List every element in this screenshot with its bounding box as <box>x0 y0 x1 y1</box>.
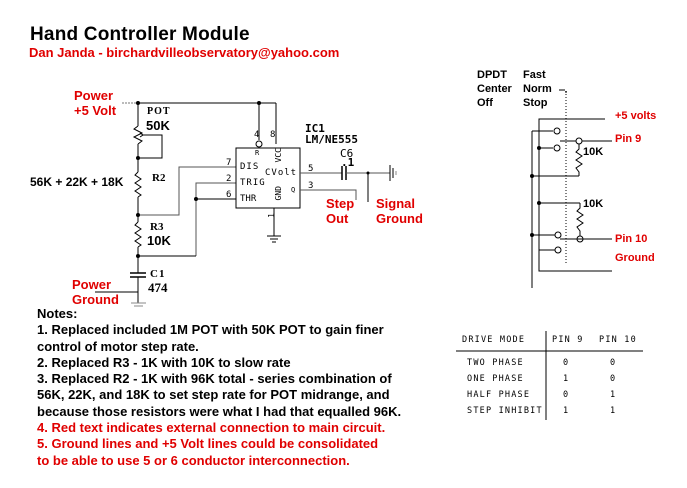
switch-positions-label: Fast Norm Stop <box>523 69 552 109</box>
note-line-red: 5. Ground lines and +5 Volt lines could … <box>37 436 379 452</box>
notes-heading: Notes: <box>37 306 78 321</box>
table-row-pin9: 0 <box>563 358 570 368</box>
pin4-number: 4 <box>254 130 260 140</box>
table-row-pin9: 1 <box>563 406 570 416</box>
pin2-number: 2 <box>226 174 232 184</box>
ic-pin-reset: R <box>255 149 260 157</box>
ground-loop <box>538 118 612 272</box>
table-row-mode: ONE PHASE <box>467 374 524 384</box>
ic-pin-vcc: VCC <box>274 148 283 163</box>
note-line: 2. Replaced R3 - 1K with 10K to slow rat… <box>37 354 291 370</box>
power-label: Power +5 Volt <box>74 88 117 118</box>
table-row-mode: STEP INHIBIT <box>467 406 543 416</box>
table-header-mode: DRIVE MODE <box>462 335 526 345</box>
pin4-bubble <box>255 140 263 148</box>
ic-pin-dis: DIS <box>240 162 260 172</box>
table-row-mode: TWO PHASE <box>467 358 524 368</box>
note-line: because those resistors were what I had … <box>37 403 402 419</box>
note-line: 56K, 22K, and 18K to set step rate for P… <box>37 387 390 403</box>
author-line: Dan Janda - birchardvilleobservatory@yah… <box>29 45 340 60</box>
step-out-label: Step Out <box>326 196 355 226</box>
ic1-part: LM/NE555 <box>305 133 358 146</box>
pot-label: POT <box>147 106 171 117</box>
ic1-label: IC1 <box>305 122 325 135</box>
note-line-red: 4. Red text indicates external connectio… <box>37 420 386 436</box>
pin10-label: Pin 10 <box>615 233 648 245</box>
resistor-lower-value: 10K <box>583 198 604 210</box>
dis-wire <box>138 166 236 216</box>
pot-wiper <box>138 134 163 159</box>
table-row-pin10: 0 <box>610 358 617 368</box>
r3-zigzag <box>134 221 142 248</box>
plus5-volts-label: +5 volts <box>615 110 657 122</box>
ground-label: Ground <box>615 252 655 264</box>
note-line: control of motor step rate. <box>37 338 199 354</box>
ic-pin-cvolt: CVolt <box>265 168 298 178</box>
q-wire <box>300 189 357 200</box>
c6-label: C6 <box>340 147 354 160</box>
switch-type-label: DPDT Center Off <box>477 69 512 109</box>
pin1-number: 1 <box>266 213 276 218</box>
resistor-upper-value: 10K <box>583 146 604 158</box>
pin8-number: 8 <box>270 130 276 140</box>
table-row-pin9: 0 <box>563 390 570 400</box>
ic-pin-thr: THR <box>240 194 257 204</box>
page-title: Hand Controller Module <box>30 24 250 45</box>
table-row-pin10: 1 <box>610 406 617 416</box>
pin5-number: 5 <box>308 164 314 174</box>
trig-wire <box>195 182 236 256</box>
pin6-number: 6 <box>226 190 232 200</box>
resistor-upper <box>575 144 583 176</box>
power-ground-label: Power Ground <box>72 277 119 307</box>
r3-label: R3 <box>150 221 164 233</box>
ic1-body <box>235 147 301 209</box>
pin9-wiper <box>575 137 583 145</box>
pot-value: 50K <box>146 118 170 133</box>
table-row-mode: HALF PHASE <box>467 390 531 400</box>
pot-zigzag <box>132 125 144 145</box>
note-line-red: to be able to use 5 or 6 conductor inter… <box>37 452 350 468</box>
table-row-pin10: 0 <box>610 374 617 384</box>
table-header-pin9: PIN 9 <box>552 335 584 345</box>
c1-value: 474 <box>148 280 168 295</box>
signal-ground-label: Signal Ground <box>376 196 423 226</box>
r3-value: 10K <box>147 233 171 248</box>
note-line: 1. Replaced included 1M POT with 50K POT… <box>37 322 384 338</box>
c6-value: .1 <box>341 156 355 169</box>
notes-section: Notes: 1. Replaced included 1M POT with … <box>37 306 401 469</box>
ic-pin-gnd: GND <box>274 186 283 201</box>
pin7-number: 7 <box>226 158 232 168</box>
pin9-label: Pin 9 <box>615 133 642 145</box>
r2-label: R2 <box>152 172 166 184</box>
table-row-pin10: 1 <box>610 390 617 400</box>
note-line: 3. Replaced R2 - 1K with 96K total - ser… <box>37 371 392 387</box>
table-header-pin10: PIN 10 <box>599 335 637 345</box>
ic-pin-q: Q <box>291 186 296 194</box>
c1-label: C1 <box>150 268 166 280</box>
r2-value: 56K + 22K + 18K <box>30 175 124 189</box>
r2-zigzag <box>134 171 142 198</box>
resistor-lower <box>576 203 584 236</box>
ic-pin-trig: TRIG <box>240 178 266 188</box>
pin3-number: 3 <box>308 181 314 191</box>
table-row-pin9: 1 <box>563 374 570 384</box>
